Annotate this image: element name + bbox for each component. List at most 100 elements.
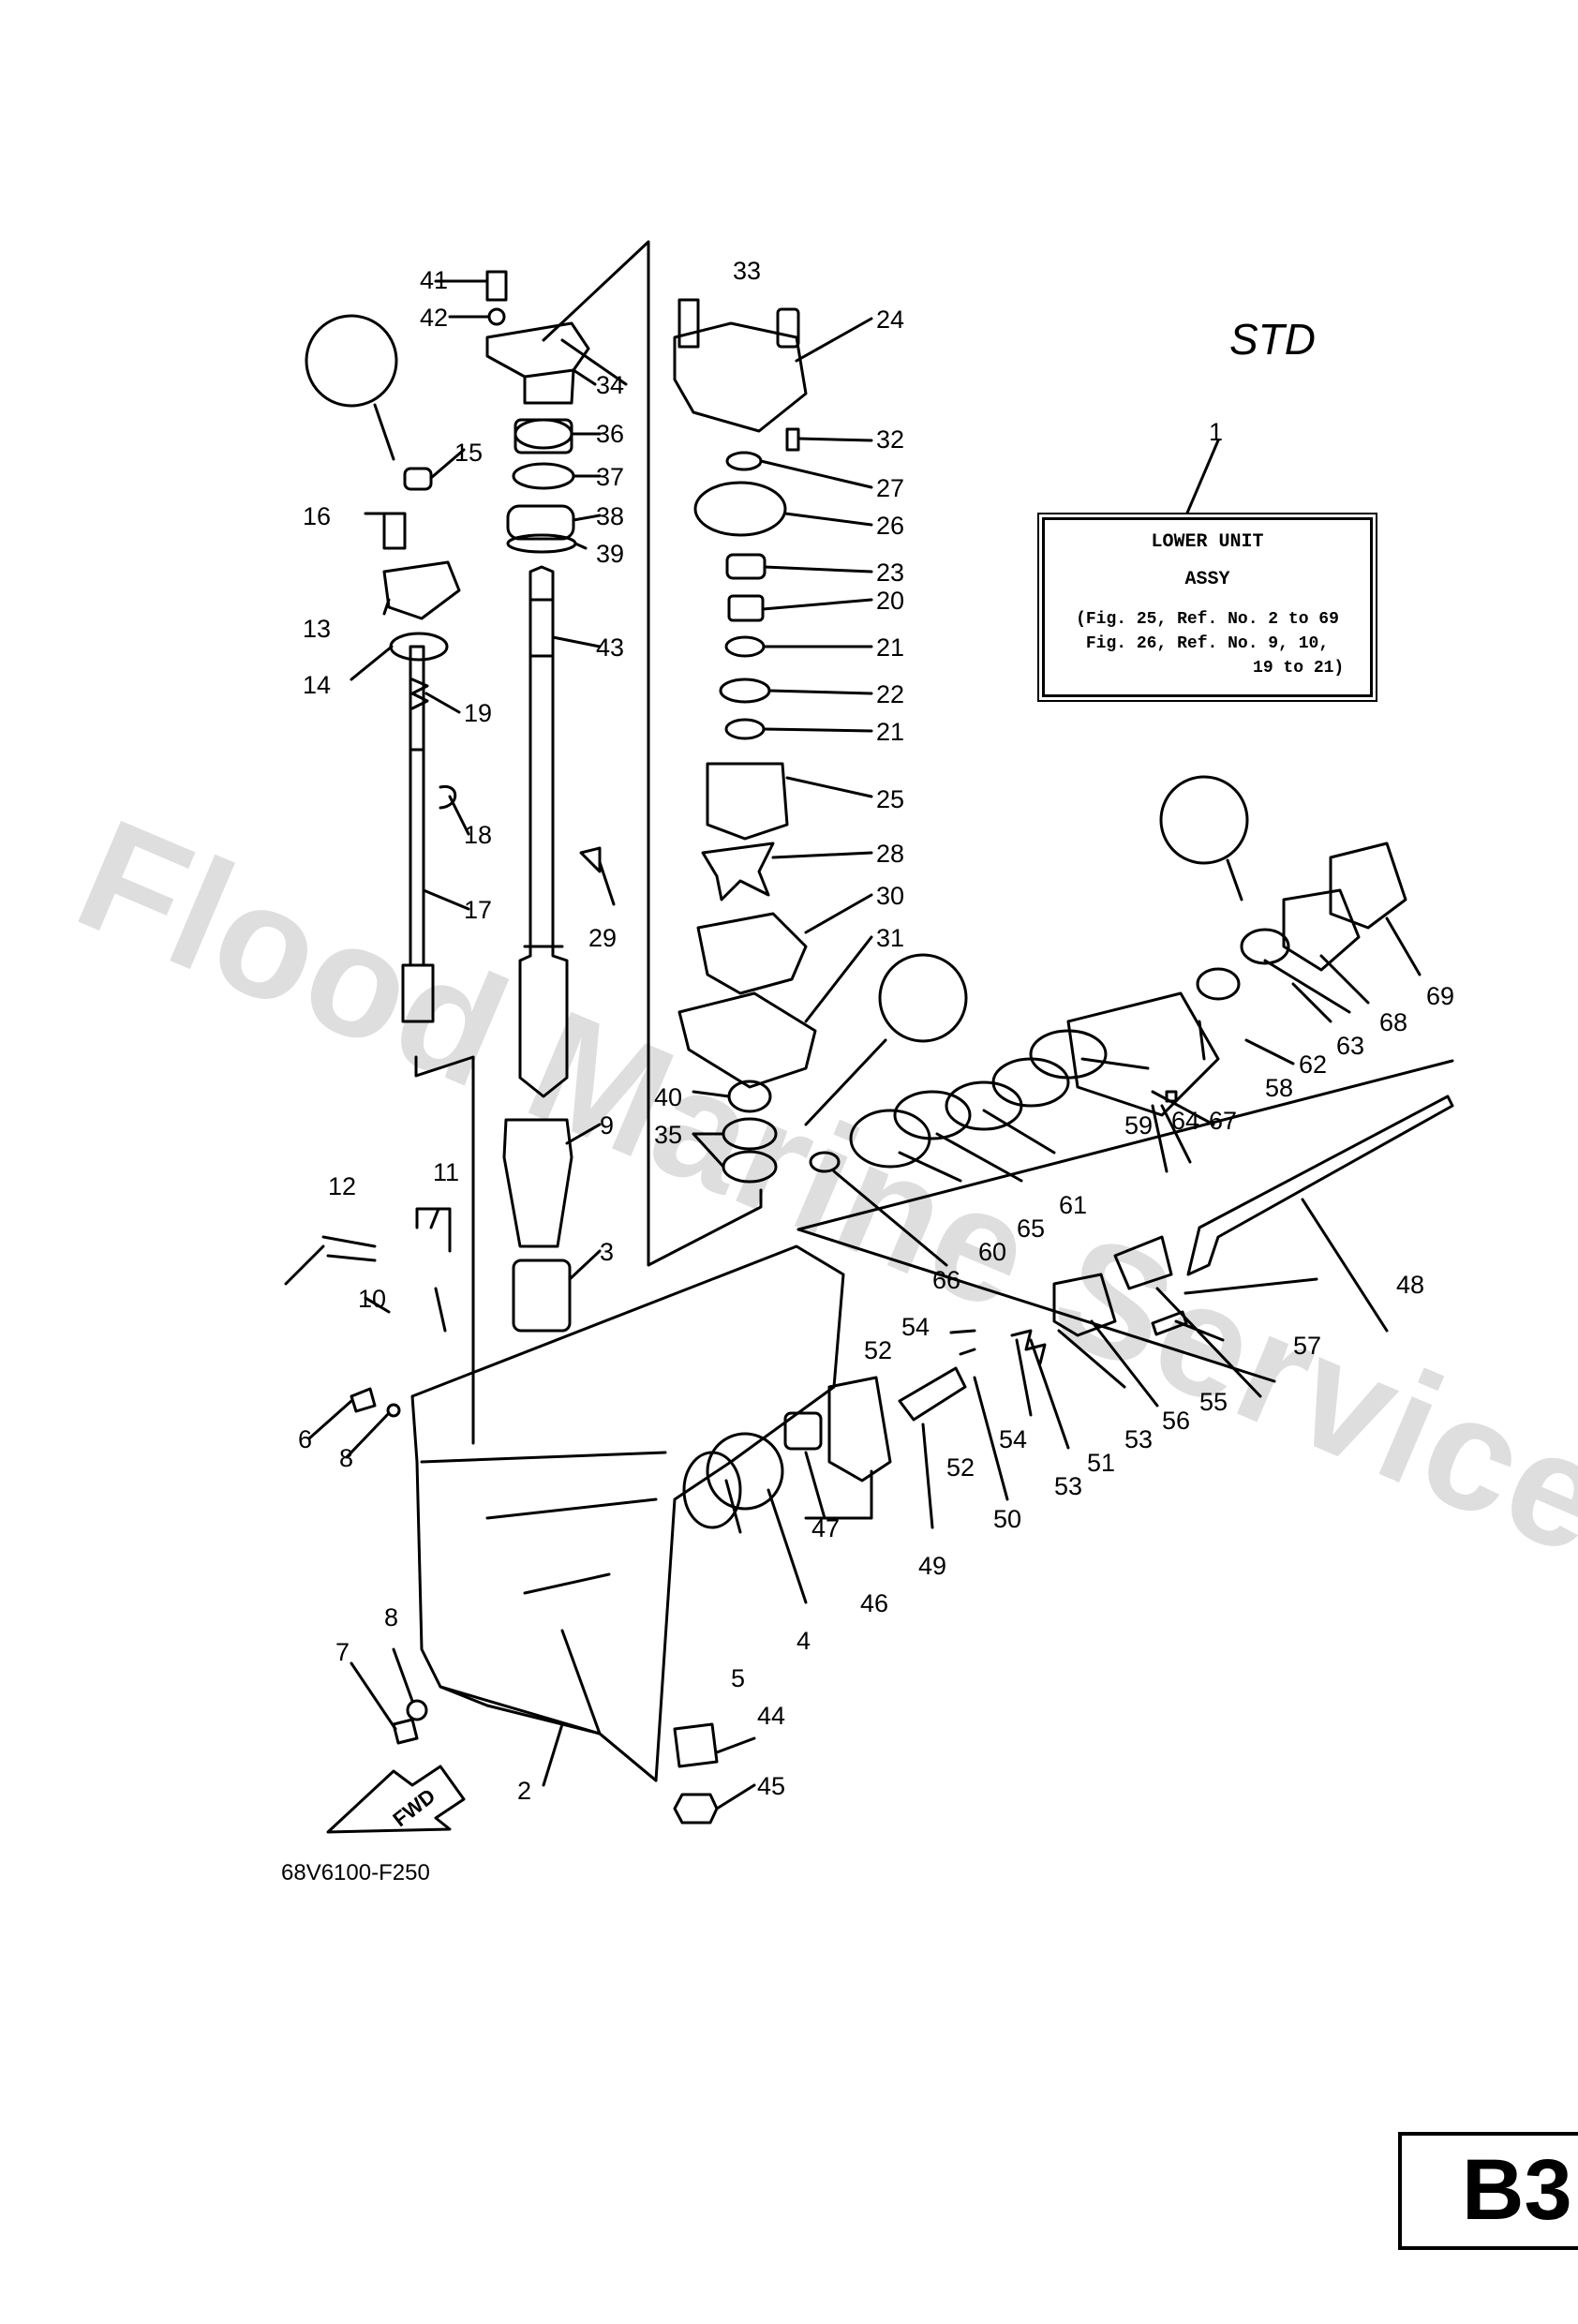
callout-60: 60 — [978, 1238, 1006, 1266]
callout-37: 37 — [596, 463, 624, 491]
page-tag-box: B3 — [1398, 2132, 1578, 2250]
frame-line — [796, 1228, 1276, 1383]
bearing-62 — [1196, 967, 1241, 1001]
impeller-28 — [701, 842, 775, 901]
bearing-59 — [991, 1057, 1070, 1108]
callout-25: 25 — [876, 785, 904, 813]
lower-casing-2 — [410, 1244, 845, 1782]
callout-55: 55 — [1199, 1388, 1228, 1416]
shift-seal-13 — [382, 560, 461, 620]
callout-53b: 53 — [1124, 1425, 1153, 1453]
fwd-arrow — [326, 1765, 466, 1834]
callout-24: 24 — [876, 305, 904, 334]
callout-18: 18 — [464, 821, 492, 849]
assy-note-line1: (Fig. 25, Ref. No. 2 to 69 — [1076, 610, 1339, 629]
callout-51: 51 — [1087, 1449, 1115, 1477]
clutch-56 — [1052, 1273, 1117, 1337]
callout-58: 58 — [1265, 1074, 1293, 1102]
shim-65 — [893, 1090, 972, 1140]
callout-48: 48 — [1396, 1271, 1424, 1299]
variant-label: STD — [1229, 315, 1316, 364]
callout-61: 61 — [1059, 1191, 1087, 1219]
callout-33: 33 — [733, 257, 761, 285]
callout-52b: 52 — [946, 1453, 975, 1482]
gasket-31 — [677, 991, 817, 1089]
callout-46: 46 — [860, 1589, 888, 1617]
callout-56: 56 — [1162, 1407, 1190, 1435]
nut-45 — [673, 1793, 719, 1825]
pump-housing-24 — [673, 321, 808, 433]
callout-39: 39 — [596, 540, 624, 568]
callout-69: 69 — [1426, 982, 1454, 1010]
bushing-15 — [403, 467, 433, 491]
callout-54b: 54 — [999, 1425, 1027, 1453]
callout-66: 66 — [932, 1266, 960, 1294]
bolt-7 — [392, 1718, 419, 1745]
callout-21b: 21 — [876, 718, 904, 746]
callout-64: 64 — [1171, 1107, 1199, 1135]
seal-38 — [506, 504, 575, 541]
frame-line — [414, 1055, 475, 1445]
forward-gear-46 — [827, 1376, 892, 1482]
fwd-label: FWD — [388, 1784, 439, 1832]
callout-42: 42 — [420, 304, 448, 332]
pinion-44 — [673, 1722, 719, 1768]
page-tag-text: B3 — [1462, 2142, 1572, 2238]
callout-47: 47 — [811, 1514, 840, 1542]
drive-shaft-43 — [518, 565, 569, 1098]
callout-49: 49 — [918, 1552, 946, 1580]
washer-21 — [724, 635, 766, 658]
washer-66 — [809, 1151, 841, 1173]
callout-43: 43 — [596, 633, 624, 662]
callout-32: 32 — [876, 425, 904, 454]
callout-11: 11 — [433, 1158, 459, 1186]
assembly-info-box: LOWER UNIT ASSY (Fig. 25, Ref. No. 2 to … — [1042, 517, 1373, 697]
insert-23 — [725, 553, 767, 580]
callout-8: 8 — [339, 1444, 353, 1472]
bolt-33 — [677, 298, 700, 349]
gear-60 — [849, 1109, 931, 1169]
callout-57: 57 — [1293, 1332, 1321, 1360]
bearing-3 — [512, 1259, 572, 1333]
washer-21b — [724, 718, 766, 740]
shift-inspection-magnifier — [305, 314, 398, 408]
sleeve-9 — [502, 1118, 573, 1248]
callout-22: 22 — [876, 680, 904, 708]
oring-26 — [693, 481, 787, 537]
callout-68: 68 — [1379, 1008, 1407, 1036]
callout-30: 30 — [876, 882, 904, 910]
seal-inspection-magnifier — [878, 953, 968, 1043]
shift-rod-17 — [401, 748, 435, 1023]
callout-31: 31 — [876, 924, 904, 952]
assy-note-line3: 19 to 21) — [1253, 659, 1345, 678]
callout-44: 44 — [757, 1702, 785, 1730]
callout-14: 14 — [303, 671, 331, 699]
callout-5: 5 — [731, 1664, 745, 1692]
spring-19 — [410, 678, 429, 710]
ring-nut-69 — [1329, 842, 1407, 930]
pinion-gear-57 — [1113, 1235, 1173, 1290]
clip-18 — [439, 784, 457, 810]
water-pump-housing-34 — [485, 321, 590, 405]
callout-6: 6 — [298, 1425, 312, 1453]
shift-plunger-49 — [898, 1366, 967, 1422]
callout-17: 17 — [464, 896, 492, 924]
pin-32 — [785, 427, 800, 452]
oring-64 — [1029, 1029, 1108, 1080]
callout-27: 27 — [876, 474, 904, 502]
washer-42 — [487, 307, 506, 326]
callout-7: 7 — [335, 1638, 350, 1666]
figure-code: 68V6100-F250 — [281, 1860, 430, 1885]
seal-20 — [727, 594, 765, 622]
assy-title-line1: LOWER UNIT — [1151, 531, 1264, 553]
callout-45: 45 — [757, 1772, 785, 1800]
callout-50: 50 — [993, 1505, 1021, 1533]
propeller-shaft-48 — [1186, 1095, 1454, 1276]
shim-61 — [945, 1080, 1023, 1131]
callout-63: 63 — [1336, 1032, 1364, 1060]
callout-8b: 8 — [384, 1603, 398, 1631]
callout-38: 38 — [596, 502, 624, 530]
callout-19: 19 — [464, 699, 492, 727]
callout-16: 16 — [303, 502, 331, 530]
